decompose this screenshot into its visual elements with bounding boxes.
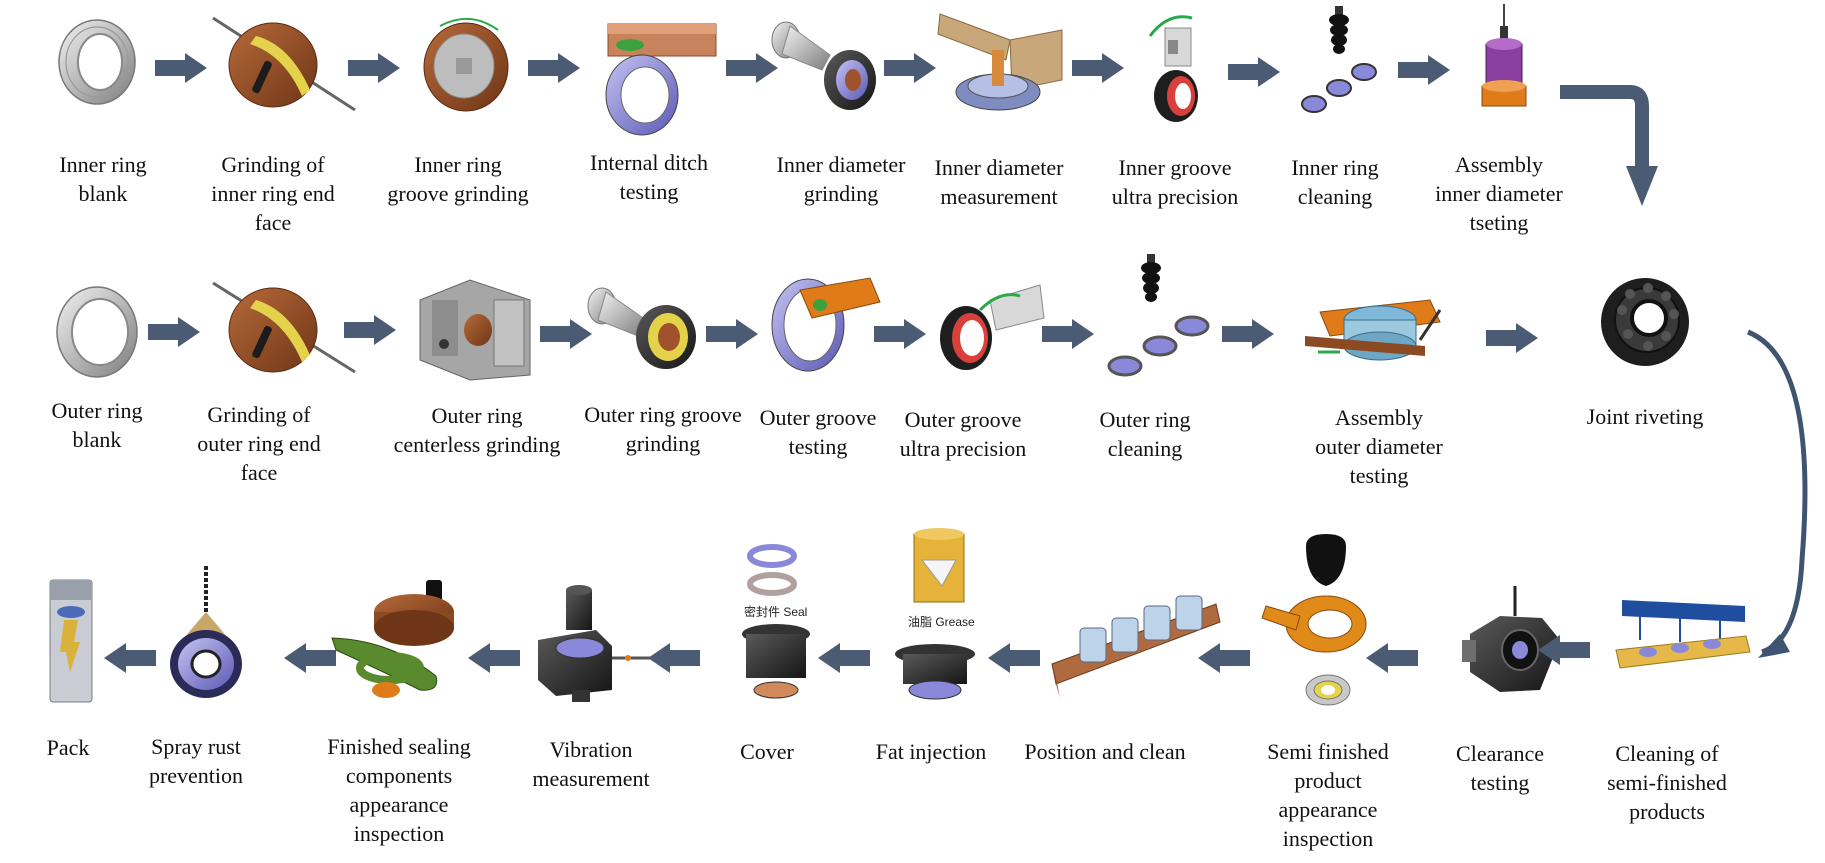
- flow-arrows: [104, 53, 1590, 673]
- vibration-tester-icon: [538, 585, 660, 702]
- seal-label: 密封件 Seal: [744, 604, 807, 619]
- grinding-wheel-icon: [212, 16, 356, 112]
- step-label: Outer ring blank: [51, 398, 143, 452]
- row1-to-row2-connector-arrow: [1560, 85, 1658, 206]
- assembly-gauge-icon-2: [1305, 299, 1442, 361]
- step-label: Outer ring groove grinding: [584, 402, 742, 456]
- step-label: Pack: [46, 735, 90, 760]
- flow-arrow: [104, 643, 156, 673]
- cleaning-brush-icon: [1301, 6, 1377, 113]
- step-label: Fat injection: [875, 739, 987, 764]
- step-label: Inner ring groove grinding: [387, 152, 529, 206]
- step-label: Clearance testing: [1456, 741, 1544, 795]
- step-label: Outer ring cleaning: [1099, 407, 1191, 461]
- step-label: Inner diameter grinding: [776, 152, 906, 206]
- step-label: Internal ditch testing: [590, 150, 708, 204]
- step-label: Outer ring centerless grinding: [393, 403, 561, 457]
- flow-arrow: [1486, 323, 1538, 353]
- package-tube-icon: [49, 579, 93, 703]
- ball-bearing-icon: [1601, 278, 1689, 366]
- step-label: Inner diameter measurement: [934, 155, 1064, 209]
- flow-arrow: [1398, 55, 1450, 85]
- superfinishing-head-icon-2: [940, 284, 1045, 370]
- flow-arrow: [155, 53, 207, 83]
- step-label: Outer groove ultra precision: [899, 407, 1027, 461]
- step-label: Inner ring cleaning: [1291, 155, 1379, 209]
- step-label: Position and clean: [1024, 739, 1186, 764]
- superfinishing-head-icon: [1148, 15, 1198, 122]
- inner-ring-blank-icon: [58, 19, 136, 105]
- assembly-gauge-icon: [1481, 4, 1527, 107]
- spray-nozzle-icon: [170, 566, 242, 698]
- step-label: Cover: [740, 739, 794, 764]
- flow-arrow: [1198, 643, 1250, 673]
- flow-arrow: [706, 319, 758, 349]
- step-label: Grinding of outer ring end face: [197, 402, 321, 485]
- centerless-grinder-icon: [419, 279, 531, 381]
- step-label: Assembly outer diameter testing: [1315, 405, 1443, 488]
- step-label: Finished sealing components appearance i…: [327, 734, 471, 846]
- flow-arrow: [1222, 319, 1274, 349]
- grinding-wheel-icon-2: [212, 281, 356, 374]
- inspection-fixture-icon: [1261, 534, 1367, 706]
- step-label: Grinding of inner ring end face: [211, 152, 335, 235]
- row2-to-row3-connector-arrow: [1747, 329, 1808, 658]
- step-label: Joint riveting: [1586, 404, 1704, 429]
- flow-arrow: [874, 319, 926, 349]
- step-label: Outer groove testing: [759, 405, 877, 459]
- flow-arrow: [344, 315, 396, 345]
- measurement-fixture-icon: [937, 13, 1063, 111]
- cleaning-rail-icon: [1615, 600, 1751, 669]
- step-label: Semi finished product appearance inspect…: [1267, 739, 1389, 851]
- flow-arrow: [540, 319, 592, 349]
- flow-arrow: [648, 643, 700, 673]
- outer-ring-blank-icon: [56, 286, 138, 378]
- spindle-grinder-icon: [771, 21, 876, 110]
- step-label: Vibration measurement: [532, 737, 650, 791]
- groove-testing-fixture-icon: [771, 277, 881, 372]
- flow-arrow: [1072, 53, 1124, 83]
- flow-arrow: [148, 317, 200, 347]
- step-label: Cleaning of semi-finished products: [1607, 741, 1727, 824]
- positioning-tray-icon: [1051, 595, 1221, 698]
- flow-arrow: [726, 53, 778, 83]
- flow-arrow: [528, 53, 580, 83]
- step-label: Inner groove ultra precision: [1111, 155, 1239, 209]
- clearance-tester-icon: [1462, 586, 1560, 692]
- flow-arrow: [988, 643, 1040, 673]
- flow-arrow: [884, 53, 936, 83]
- seal-press-icon: 密封件 Seal: [742, 544, 810, 699]
- flow-arrow: [284, 643, 336, 673]
- sealing-inspection-icon: [331, 580, 454, 698]
- grease-label: 油脂 Grease: [908, 614, 975, 629]
- step-label: Inner ring blank: [59, 152, 147, 206]
- cleaning-brush-icon-2: [1107, 254, 1210, 377]
- flow-arrow: [468, 643, 520, 673]
- flow-arrow: [1538, 635, 1590, 665]
- ditch-testing-fixture-icon: [605, 23, 717, 136]
- flow-arrow: [1042, 319, 1094, 349]
- step-label: Assembly inner diameter tseting: [1435, 152, 1563, 235]
- spindle-grinder-icon-2: [587, 287, 696, 369]
- flow-arrow: [818, 643, 870, 673]
- step-label: Spray rust prevention: [148, 734, 244, 788]
- flow-arrow: [1366, 643, 1418, 673]
- grease-injector-icon: 油脂 Grease: [895, 528, 975, 700]
- flow-arrow: [1228, 57, 1280, 87]
- flow-arrow: [348, 53, 400, 83]
- groove-grinding-wheel-icon: [423, 17, 509, 112]
